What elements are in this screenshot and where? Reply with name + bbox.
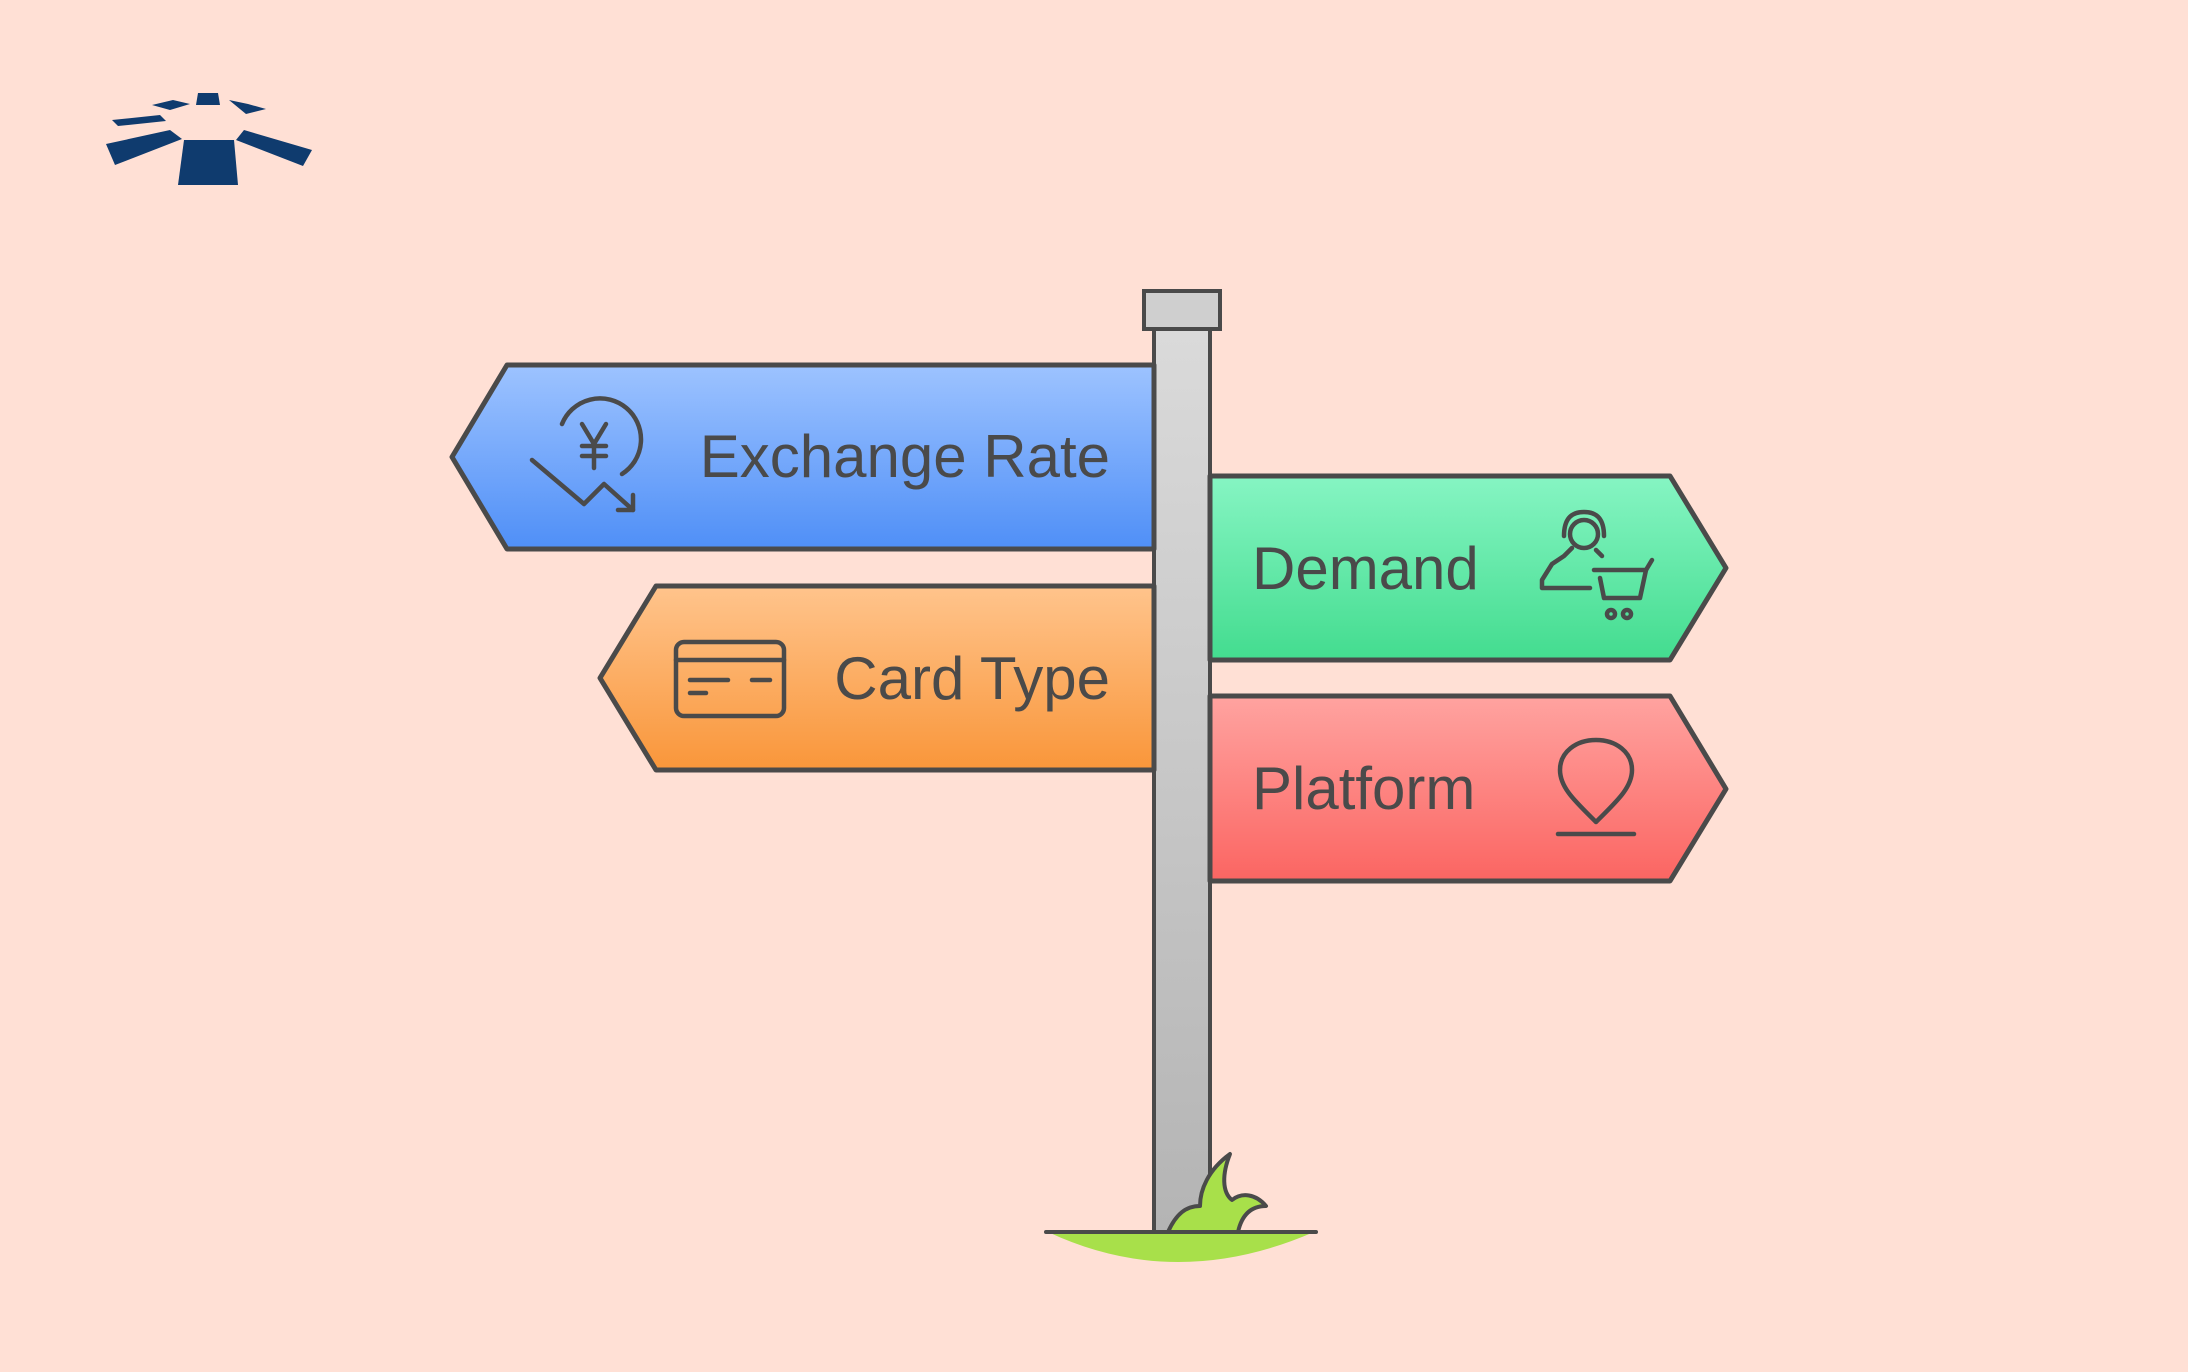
- shopper-cart-icon: [1539, 509, 1655, 621]
- sign-label-demand: Demand: [1252, 535, 1479, 602]
- sign-label-platform: Platform: [1252, 755, 1475, 822]
- yen-decline-icon: [529, 396, 644, 513]
- grass-tuft-icon: [1166, 1152, 1268, 1234]
- sign-platform: Platform: [1207, 693, 1729, 884]
- sign-exchange-rate: Exchange Rate: [449, 362, 1157, 552]
- sign-card-type: Card Type: [597, 583, 1157, 773]
- grass: [1044, 1230, 1318, 1262]
- sign-demand: Demand: [1207, 473, 1729, 663]
- logo: [106, 93, 312, 185]
- location-pin-icon: [1555, 737, 1637, 837]
- sign-label-card-type: Card Type: [834, 645, 1110, 712]
- sign-label-exchange-rate: Exchange Rate: [700, 423, 1110, 490]
- credit-card-icon: [673, 639, 787, 719]
